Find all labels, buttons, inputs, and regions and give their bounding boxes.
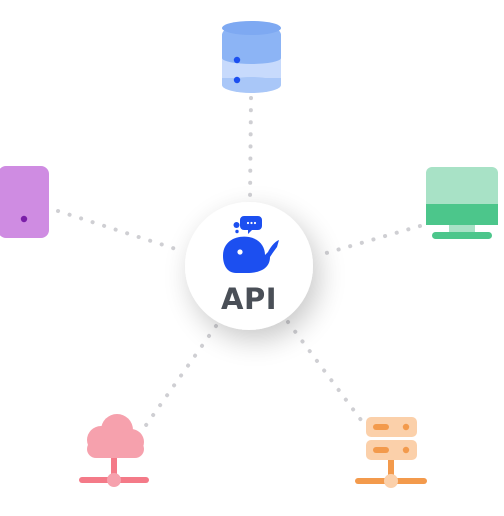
whale-icon — [223, 216, 279, 273]
monitor-icon — [426, 167, 498, 239]
connector-database — [248, 96, 253, 202]
server-rack-node[interactable] — [355, 417, 427, 488]
database-icon — [222, 21, 281, 93]
mobile-device-icon — [0, 166, 49, 238]
connector-server-rack — [286, 320, 366, 426]
hub-label: API — [221, 282, 277, 316]
monitor-node[interactable] — [426, 167, 498, 239]
cloud-network-node[interactable] — [79, 414, 149, 487]
connector-cloud-network — [142, 324, 218, 430]
server-rack-icon — [355, 417, 427, 488]
mobile-device-node[interactable] — [0, 166, 49, 238]
api-hub[interactable]: API — [185, 202, 313, 330]
connectors — [56, 96, 422, 430]
connector-mobile-device — [56, 209, 184, 253]
database-node[interactable] — [222, 21, 281, 93]
connector-monitor — [314, 224, 422, 258]
cloud-network-icon — [79, 414, 149, 487]
